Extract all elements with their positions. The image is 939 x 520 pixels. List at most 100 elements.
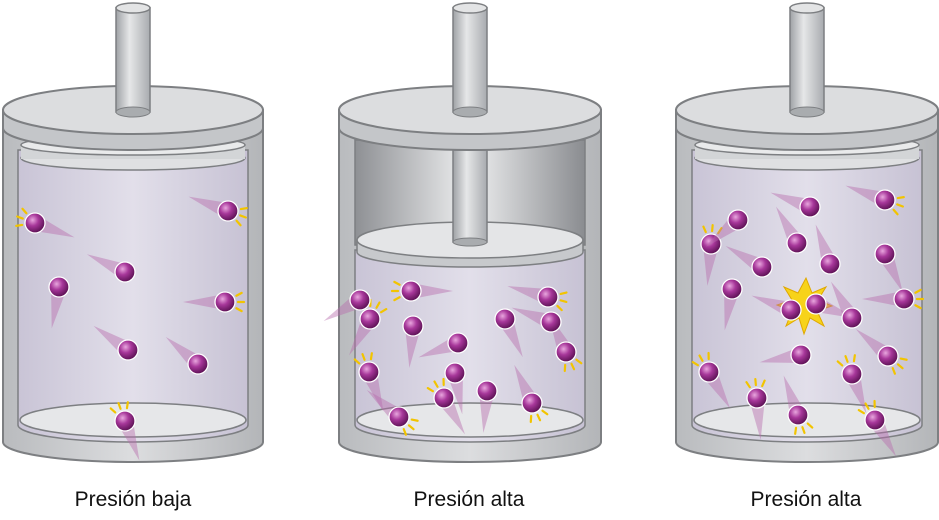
impact-mark xyxy=(801,426,806,434)
impact-mark xyxy=(691,361,699,367)
gas-molecule xyxy=(494,308,516,330)
impact-mark xyxy=(559,299,568,304)
gas-molecule xyxy=(874,243,896,265)
molecule-trail xyxy=(702,243,720,286)
impact-mark xyxy=(914,288,922,294)
gas-molecule xyxy=(187,353,209,375)
gas-molecule xyxy=(787,404,809,426)
gas-molecules xyxy=(323,280,583,436)
impact-mark xyxy=(761,379,766,388)
impact-mark xyxy=(711,223,714,233)
impact-mark xyxy=(125,401,129,410)
gas-molecule xyxy=(786,232,808,254)
gas-molecule xyxy=(874,189,896,211)
impact-mark xyxy=(698,354,704,362)
molecule-trail xyxy=(862,290,904,308)
gas-molecule xyxy=(349,289,371,311)
gas-molecule xyxy=(841,363,863,385)
piston-rod xyxy=(452,7,488,113)
impact-mark xyxy=(896,363,904,370)
impact-mark xyxy=(852,354,856,363)
gas-molecule xyxy=(780,299,802,321)
impact-mark xyxy=(536,413,542,422)
gas-molecule xyxy=(117,339,139,361)
impact-mark xyxy=(575,358,583,365)
piston-rod xyxy=(115,7,151,113)
impact-mark xyxy=(393,296,401,302)
impact-mark xyxy=(570,362,576,371)
gas-molecule xyxy=(217,200,239,222)
impact-mark xyxy=(407,424,415,431)
gas-molecule xyxy=(521,392,543,414)
impact-mark xyxy=(426,387,434,393)
cylinder-high-pressure-compressed xyxy=(323,2,602,463)
impact-mark xyxy=(235,219,242,227)
impact-mark xyxy=(541,409,549,416)
impact-mark xyxy=(559,291,568,296)
impact-mark xyxy=(556,304,563,312)
gas-molecule xyxy=(864,409,886,431)
impact-mark xyxy=(353,358,361,365)
gas-molecule xyxy=(700,233,722,255)
impact-mark xyxy=(15,223,24,227)
gas-molecule xyxy=(751,256,773,278)
gas-molecule xyxy=(819,253,841,275)
impact-mark xyxy=(369,352,373,361)
gas-molecule xyxy=(114,261,136,283)
impact-mark xyxy=(402,428,408,436)
impact-mark xyxy=(891,367,897,375)
gas-molecule xyxy=(841,307,863,329)
panel-label-low-pressure: Presión baja xyxy=(74,488,192,511)
gas-molecule xyxy=(114,410,136,432)
gas-molecule xyxy=(388,406,410,428)
gas-molecule xyxy=(476,380,498,402)
gas-molecule xyxy=(24,212,46,234)
impact-mark xyxy=(433,380,439,388)
impact-mark xyxy=(806,422,814,429)
impact-mark xyxy=(892,208,899,216)
impact-mark xyxy=(914,304,922,310)
gas-molecule xyxy=(400,280,422,302)
gas-molecule xyxy=(746,387,768,409)
molecule-trail xyxy=(183,293,225,311)
impact-mark xyxy=(836,360,844,367)
gas-molecule xyxy=(358,361,380,383)
impact-mark xyxy=(235,307,243,313)
piston-rod-inner xyxy=(452,149,488,243)
impact-mark xyxy=(745,381,751,389)
molecule-trail xyxy=(478,390,496,433)
gas-molecule xyxy=(537,286,559,308)
gas-molecules xyxy=(691,185,925,457)
gas-molecule xyxy=(359,308,381,330)
impact-mark xyxy=(361,353,366,361)
gas-molecules xyxy=(15,196,248,461)
impact-mark xyxy=(21,207,28,215)
gas-molecule xyxy=(555,341,577,363)
panel-label-high-pressure-1: Presión alta xyxy=(413,488,525,511)
molecule-trail xyxy=(404,325,422,368)
impact-mark xyxy=(717,227,723,235)
molecule-trail xyxy=(748,397,766,440)
impact-mark xyxy=(16,215,24,220)
impact-mark xyxy=(375,301,381,309)
gas-molecule xyxy=(805,293,827,315)
gas-molecule xyxy=(214,291,236,313)
impact-mark xyxy=(896,196,905,200)
gas-molecule xyxy=(447,332,469,354)
impact-mark xyxy=(857,409,865,415)
gas-molecule xyxy=(402,315,424,337)
gas-molecule xyxy=(444,362,466,384)
impact-mark xyxy=(794,426,798,435)
gas-molecule xyxy=(433,387,455,409)
gas-molecule xyxy=(48,276,70,298)
impact-mark xyxy=(117,402,122,410)
impact-mark xyxy=(844,355,849,363)
gas-molecule xyxy=(721,278,743,300)
cylinder-high-pressure-more-molecules xyxy=(675,2,939,463)
gas-molecule xyxy=(727,209,749,231)
impact-mark xyxy=(754,377,757,387)
impact-mark xyxy=(393,280,401,286)
gas-molecule xyxy=(799,196,821,218)
impact-mark xyxy=(896,203,904,208)
